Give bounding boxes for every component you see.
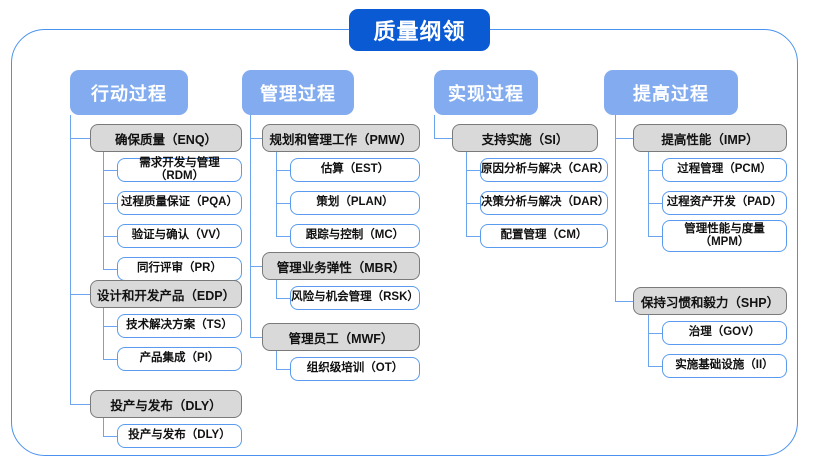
stub-c2-g1-i1 xyxy=(276,170,290,172)
leaf-gov[interactable]: 治理（GOV） xyxy=(662,321,787,345)
stub-c4-g2-i2 xyxy=(648,366,662,368)
stub-c2-g3 xyxy=(250,337,262,339)
trunk-col-3 xyxy=(434,115,436,138)
subtrunk-c1-g2 xyxy=(103,308,105,359)
leaf-pr[interactable]: 同行评审（PR） xyxy=(117,257,242,281)
leaf-dly[interactable]: 投产与发布（DLY） xyxy=(117,424,242,448)
stub-c2-g2-i1 xyxy=(276,298,290,300)
stub-c3-g1-i1 xyxy=(466,170,480,172)
subtrunk-c4-g1 xyxy=(648,152,650,236)
stub-c3-g1-i2 xyxy=(466,203,480,205)
leaf-pcm[interactable]: 过程管理（PCM） xyxy=(662,158,787,182)
stub-c4-g1-i2 xyxy=(648,203,662,205)
leaf-mc[interactable]: 跟踪与控制（MC） xyxy=(290,224,420,248)
stub-c1-g2-i1 xyxy=(103,326,117,328)
stub-c2-g1-i2 xyxy=(276,203,290,205)
stub-c1-g1-i1 xyxy=(103,170,117,172)
trunk-col-1 xyxy=(70,115,72,404)
trunk-col-2 xyxy=(250,115,252,337)
subtrunk-c1-g1 xyxy=(103,152,105,269)
leaf-pi[interactable]: 产品集成（PI） xyxy=(117,347,242,371)
column-header-3[interactable]: 实现过程 xyxy=(434,70,538,115)
stub-c4-g1-i1 xyxy=(648,170,662,172)
leaf-vv[interactable]: 验证与确认（VV） xyxy=(117,224,242,248)
column-header-1[interactable]: 行动过程 xyxy=(70,70,188,115)
leaf-cm[interactable]: 配置管理（CM） xyxy=(480,224,608,248)
subtrunk-c1-g3 xyxy=(103,418,105,436)
root-title-node: 质量纲领 xyxy=(349,9,490,51)
leaf-ts[interactable]: 技术解决方案（TS） xyxy=(117,314,242,338)
group-box-mbr[interactable]: 管理业务弹性（MBR） xyxy=(262,252,420,280)
leaf-rsk[interactable]: 风险与机会管理（RSK） xyxy=(290,286,420,310)
stub-c1-g3-i1 xyxy=(103,436,117,438)
leaf-rdm[interactable]: 需求开发与管理（RDM） xyxy=(117,157,242,182)
stub-c1-g1 xyxy=(70,138,90,140)
trunk-col-4 xyxy=(615,115,617,301)
stub-c2-g2 xyxy=(250,266,262,268)
stub-c1-g2-i2 xyxy=(103,359,117,361)
group-box-edp[interactable]: 设计和开发产品（EDP） xyxy=(90,280,242,308)
stub-c4-g2-i1 xyxy=(648,333,662,335)
group-box-mwf[interactable]: 管理员工（MWF） xyxy=(262,323,420,351)
group-box-imp[interactable]: 提高性能（IMP） xyxy=(633,124,787,152)
leaf-mpm[interactable]: 管理性能与度量 （MPM） xyxy=(662,220,787,252)
group-box-shp[interactable]: 保持习惯和毅力（SHP） xyxy=(633,287,787,315)
stub-c3-g1 xyxy=(434,138,452,140)
subtrunk-c4-g2 xyxy=(648,315,650,366)
leaf-dar[interactable]: 决策分析与解决（DAR） xyxy=(480,191,609,215)
stub-c4-g2 xyxy=(615,301,633,303)
group-box-pmw[interactable]: 规划和管理工作（PMW） xyxy=(262,124,420,152)
group-box-dly[interactable]: 投产与发布（DLY） xyxy=(90,390,242,418)
column-header-4[interactable]: 提高过程 xyxy=(604,70,738,115)
stub-c2-g3-i1 xyxy=(276,369,290,371)
leaf-car[interactable]: 原因分析与解决（CAR） xyxy=(480,158,609,182)
leaf-est[interactable]: 估算（EST） xyxy=(290,158,420,182)
stub-c4-g1 xyxy=(615,138,633,140)
stub-c1-g2 xyxy=(70,294,90,296)
leaf-pqa[interactable]: 过程质量保证（PQA） xyxy=(117,191,242,215)
stub-c3-g1-i3 xyxy=(466,236,480,238)
group-box-si[interactable]: 支持实施（SI） xyxy=(452,124,598,152)
stub-c2-g1 xyxy=(250,138,262,140)
leaf-pad[interactable]: 过程资产开发（PAD） xyxy=(662,191,787,215)
subtrunk-c2-g2 xyxy=(276,280,278,298)
subtrunk-c3-g1 xyxy=(466,152,468,236)
stub-c1-g3 xyxy=(70,404,90,406)
leaf-plan[interactable]: 策划（PLAN） xyxy=(290,191,420,215)
stub-c4-g1-i3 xyxy=(648,236,662,238)
subtrunk-c2-g1 xyxy=(276,152,278,236)
stub-c2-g1-i3 xyxy=(276,236,290,238)
stub-c1-g1-i4 xyxy=(103,269,117,271)
group-box-enq[interactable]: 确保质量（ENQ） xyxy=(90,124,242,152)
stub-c1-g1-i2 xyxy=(103,203,117,205)
leaf-ot[interactable]: 组织级培训（OT） xyxy=(290,357,420,381)
column-header-2[interactable]: 管理过程 xyxy=(242,70,354,115)
leaf-ii[interactable]: 实施基础设施（II） xyxy=(662,354,787,378)
stub-c1-g1-i3 xyxy=(103,236,117,238)
subtrunk-c2-g3 xyxy=(276,351,278,369)
